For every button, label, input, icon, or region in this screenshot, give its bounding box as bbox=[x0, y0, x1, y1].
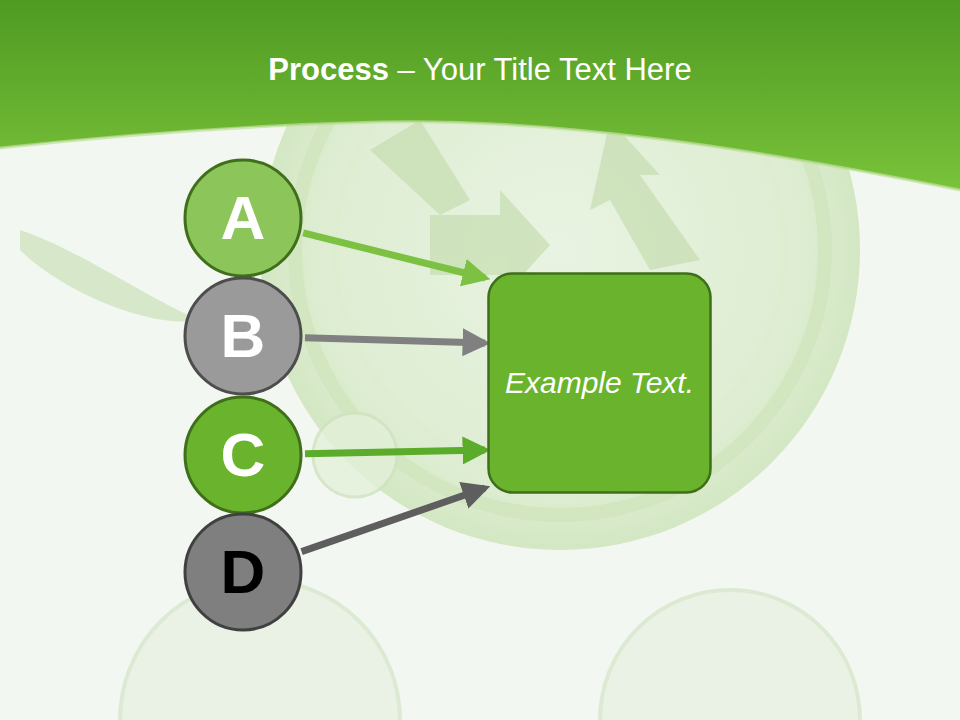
step-circle: D bbox=[183, 512, 303, 632]
header-band bbox=[0, 0, 960, 190]
box-text: Example Text. bbox=[505, 361, 694, 405]
leaf-watermark bbox=[20, 230, 200, 322]
step-circle: C bbox=[183, 395, 303, 515]
slide-title: Process – Your Title Text Here bbox=[0, 52, 960, 88]
step-letter: C bbox=[221, 424, 266, 486]
step-circle: A bbox=[183, 158, 303, 278]
process-box: Example Text. bbox=[487, 272, 712, 494]
connector-arrow bbox=[302, 488, 485, 552]
connector-arrow bbox=[305, 450, 485, 454]
step-circle: B bbox=[183, 276, 303, 396]
connector-arrow bbox=[305, 338, 485, 343]
step-letter: D bbox=[221, 541, 266, 603]
connector-arrow bbox=[303, 233, 485, 278]
step-letter: B bbox=[221, 305, 266, 367]
step-letter: A bbox=[221, 187, 266, 249]
